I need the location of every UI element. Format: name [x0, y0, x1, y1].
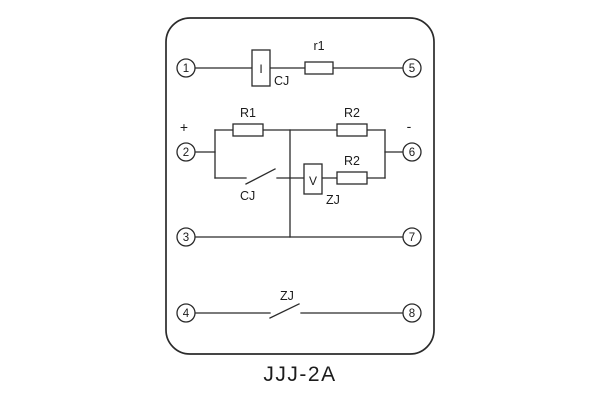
terminal-2 [176, 142, 196, 162]
cj-contact-label: CJ [240, 189, 255, 203]
voltage-coil-name: ZJ [326, 193, 340, 207]
resistor-R2-mid-label: R2 [344, 154, 360, 168]
terminal-4 [176, 303, 196, 323]
terminal-7 [402, 227, 422, 247]
resistor-R2-mid-box [336, 171, 368, 185]
terminals: 1 2 3 4 5 6 7 8 [176, 58, 422, 323]
terminal-7-label: 7 [409, 232, 415, 244]
model-caption: JJJ-2A [263, 363, 336, 386]
terminal-1-label: 1 [183, 63, 189, 75]
terminal-1 [176, 58, 196, 78]
terminal-3-label: 3 [183, 232, 189, 244]
terminal-4-label: 4 [183, 308, 190, 320]
diagram-border [165, 17, 435, 355]
current-coil-symbol: I [259, 62, 262, 76]
cj-contact-switch [245, 168, 276, 185]
terminal-8 [402, 303, 422, 323]
terminal-8-label: 8 [409, 308, 415, 320]
terminal-6 [402, 142, 422, 162]
voltage-coil-symbol: V [309, 174, 317, 188]
wires [194, 67, 404, 314]
zj-contact-switch [269, 303, 300, 319]
zj-contact-label: ZJ [280, 289, 294, 303]
resistor-r1-series-label: r1 [313, 39, 324, 53]
minus-sign: - [407, 118, 412, 134]
current-coil-name: CJ [274, 74, 289, 88]
resistor-r1-series-box [304, 61, 334, 75]
terminal-2-label: 2 [183, 147, 189, 159]
terminal-5-label: 5 [409, 63, 415, 75]
resistor-R2-top-label: R2 [344, 106, 360, 120]
current-coil-box [251, 49, 271, 87]
voltage-coil-box [303, 163, 323, 195]
resistor-R1-box [232, 123, 264, 137]
terminal-3 [176, 227, 196, 247]
terminal-6-label: 6 [409, 147, 415, 159]
plus-sign: + [180, 119, 188, 135]
resistor-R2-top-box [336, 123, 368, 137]
resistor-R1-label: R1 [240, 106, 256, 120]
terminal-5 [402, 58, 422, 78]
